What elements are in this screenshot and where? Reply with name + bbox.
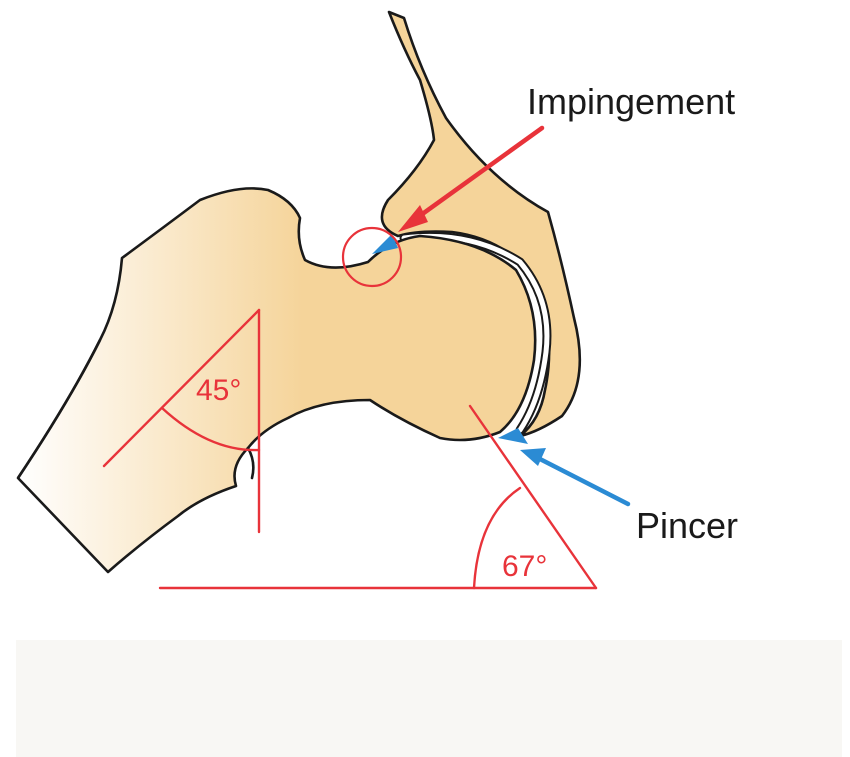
hip-diagram: 45° 67° Impingement Pincer [0,0,850,632]
pincer-label: Pincer [636,505,738,546]
lesser-trochanter-outline [248,448,253,478]
femur-shape [18,188,535,572]
acetabulum-angle-label: 67° [502,550,547,583]
femur-angle-label: 45° [196,374,241,407]
caption-area [16,640,842,757]
impingement-label: Impingement [527,81,735,122]
pincer-arrow [538,458,628,504]
hip-impingement-figure: 45° 67° Impingement Pincer [0,0,850,632]
pincer-arrowhead [520,448,546,466]
